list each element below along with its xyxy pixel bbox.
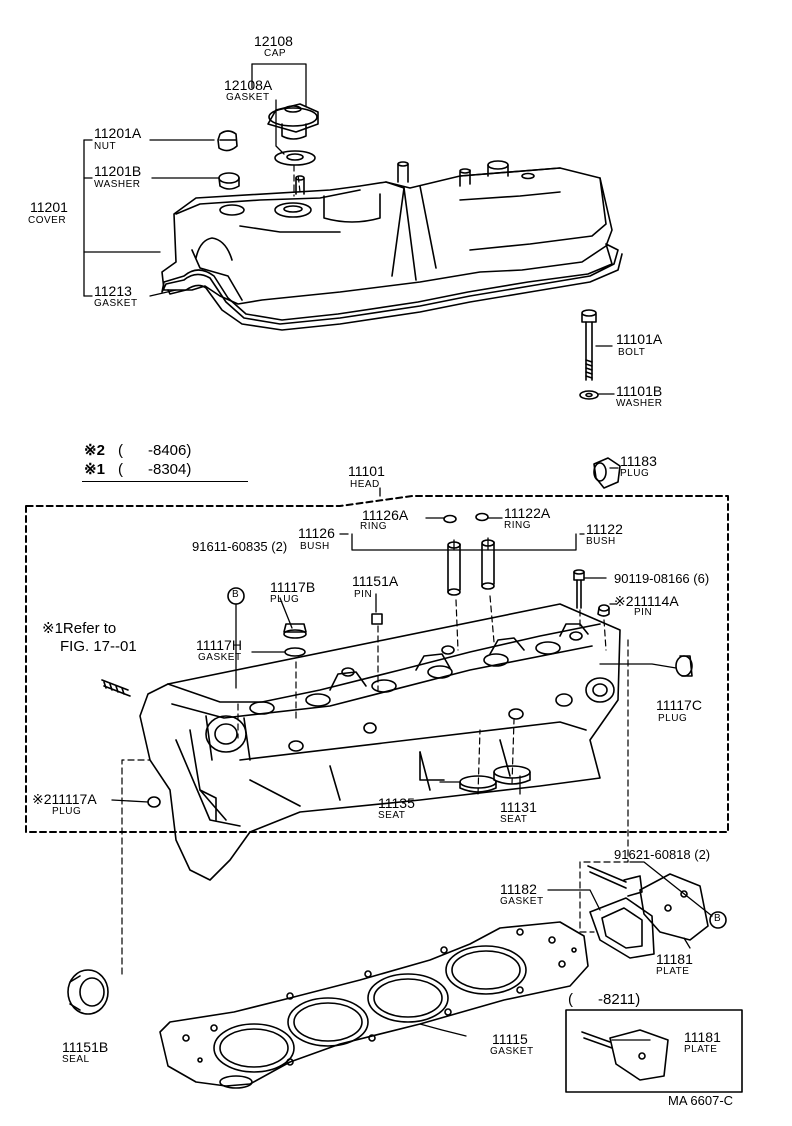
circle-b-label-1: B (232, 589, 239, 600)
part-11126-number: 11126 (298, 525, 335, 541)
part-11117b-number: 11117B (270, 579, 316, 595)
part-11181-number: 11181 (656, 951, 693, 967)
part-11151a-name: PIN (354, 589, 373, 600)
part-11117c-number: 11117C (656, 697, 702, 713)
part-11183-number: 11183 (620, 453, 657, 469)
part-11117h-number: 11117H (196, 637, 242, 653)
part-11114a-number: ※211114A (614, 593, 679, 609)
pin-11114a-drawing (597, 604, 610, 617)
part-11151b-number: 11151B (62, 1039, 109, 1055)
part-11135-number: 11135 (378, 795, 415, 811)
part-11117a-number: ※211117A (32, 791, 97, 807)
part-11117a-name: PLUG (52, 806, 82, 817)
nut-drawing (217, 130, 238, 152)
dashed-connection-lines (121, 164, 629, 975)
part-11114a-name: PIN (634, 607, 653, 618)
rear-plate-drawing (639, 873, 709, 941)
cap-gasket-drawing (274, 150, 316, 166)
plug-11183-drawing (593, 457, 621, 489)
pin-11151a-drawing (371, 613, 383, 625)
bolt-90119-drawing (573, 569, 585, 609)
part-11201b-number: 11201B (94, 163, 142, 179)
part-11135-name: SEAT (378, 810, 406, 821)
part-11151a-number: 11151A (352, 573, 399, 589)
part-11201-number: 11201 (30, 199, 68, 215)
refer-note-line-1: ※1Refer to (42, 620, 117, 637)
part-11126-name: RING (360, 521, 387, 532)
part-11181-name: PLATE (656, 966, 690, 977)
rear-plate-gasket-drawing (589, 897, 655, 959)
bolt-drawing (581, 309, 597, 381)
part-11122a-name: RING (504, 520, 531, 531)
part-11117c-name: PLUG (658, 713, 688, 724)
part-11201a-name: NUT (94, 141, 117, 152)
part-11201-name: COVER (28, 215, 67, 226)
cylinder-head-drawing (139, 603, 621, 881)
part-11101b-number: 11101B (616, 383, 663, 399)
sub-range-note: ( -8211) (568, 991, 641, 1008)
part-11117h-name: GASKET (198, 652, 242, 663)
part-11101-number: 11101 (348, 463, 385, 479)
rings-drawing (443, 512, 489, 524)
part-91621-number: 91621-60818 (2) (614, 847, 711, 862)
leader-lines (83, 63, 713, 1041)
note-2-range: ( -8406) (118, 442, 192, 459)
part-11183-name: PLUG (620, 468, 650, 479)
part-11201b-name: WASHER (94, 179, 141, 190)
part-12108a-number: 12108A (224, 77, 273, 93)
plug-11117b-drawing (283, 623, 307, 657)
part-91611-number: 91611-60835 (2) (192, 539, 288, 554)
part-11115-name: GASKET (490, 1046, 534, 1057)
part-12108a-name: GASKET (226, 92, 270, 103)
note-2-symbol: ※2 (84, 442, 105, 459)
part-11182-number: 11182 (500, 881, 537, 897)
part-11122-name: BUSH (586, 536, 616, 547)
part-11181b-number: 11181 (684, 1029, 721, 1045)
part-11122-number: 11122 (586, 521, 623, 537)
part-11131-number: 11131 (500, 799, 537, 815)
part-11182-name: GASKET (500, 896, 544, 907)
part-11131-name: SEAT (500, 814, 528, 825)
stud-bolt-drawing (101, 679, 131, 697)
circle-b-marker-2 (709, 911, 727, 929)
washer-drawing (218, 172, 240, 190)
part-11101-name: HEAD (350, 479, 380, 490)
head-dashed-boundary (25, 495, 729, 833)
part-11151b-name: SEAL (62, 1054, 90, 1065)
circle-b-label-2: B (714, 913, 721, 924)
bolt-washer-drawing (579, 390, 599, 400)
cylinder-head-cover-drawing (161, 160, 613, 305)
part-11126a-number: 11126A (362, 507, 409, 523)
refer-note-line-2: FIG. 17--01 (60, 638, 137, 655)
part-11115-number: 11115 (492, 1031, 528, 1047)
note-1-symbol: ※1 (84, 461, 105, 478)
part-12108-name: CAP (264, 48, 287, 59)
plate-bolt-drawing (587, 865, 643, 897)
part-11122a-number: 11122A (504, 505, 551, 521)
part-11101a-name: BOLT (618, 347, 646, 358)
part-11201a-number: 11201A (94, 125, 142, 141)
oil-seal-drawing (67, 969, 109, 1015)
part-11213-number: 11213 (94, 283, 132, 299)
valve-guide-bushes-drawing (447, 539, 495, 596)
part-11101a-number: 11101A (616, 331, 663, 347)
part-11117b-name: PLUG (270, 594, 300, 605)
part-11213-name: GASKET (94, 298, 138, 309)
note-underline (82, 481, 248, 482)
part-12108-number: 12108 (254, 33, 293, 49)
part-11101b-name: WASHER (616, 398, 663, 409)
cover-gasket-drawing (161, 243, 623, 331)
cylinder-head-gasket-drawing (159, 921, 589, 1089)
note-1-range: ( -8304) (118, 461, 192, 478)
part-91611-name: BUSH (300, 541, 330, 552)
part-90119-number: 90119-08166 (6) (614, 571, 710, 586)
plug-11117a-drawing (147, 796, 161, 808)
inset-plate-drawing (565, 1009, 743, 1093)
diagram-code: MA 6607-C (668, 1093, 734, 1108)
part-11181b-name: PLATE (684, 1044, 718, 1055)
plug-11117c-drawing (675, 655, 693, 677)
